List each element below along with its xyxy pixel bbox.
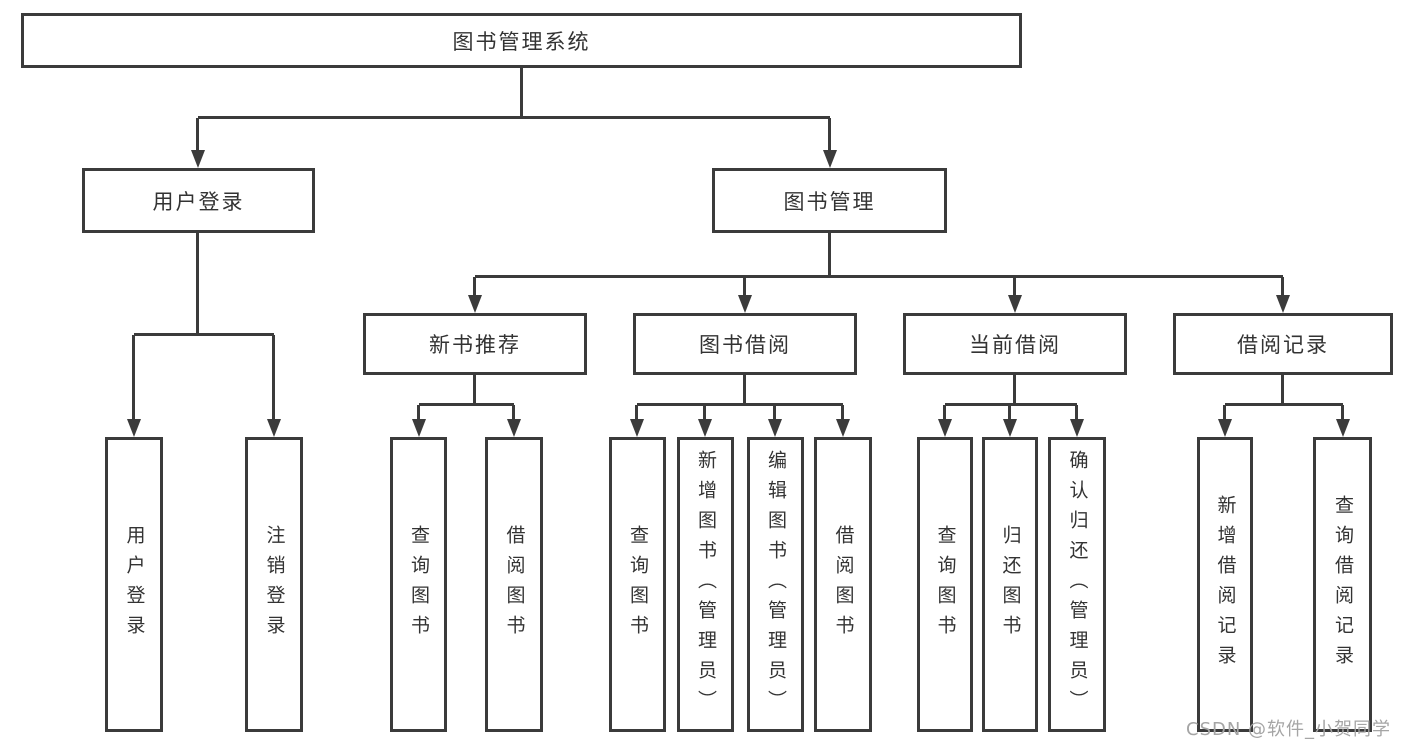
node-book-management: 图书管理	[712, 168, 947, 233]
leaf-label: 确认归还（管理员）	[1066, 449, 1089, 720]
leaf-label: 查询图书	[934, 524, 957, 645]
node-new-book-recommend: 新书推荐	[363, 313, 587, 375]
leaf-label: 借阅图书	[503, 524, 526, 645]
node-book-borrow: 图书借阅	[633, 313, 857, 375]
connector-line	[1281, 277, 1284, 297]
leaf-label: 归还图书	[999, 524, 1022, 645]
connector-line	[943, 405, 946, 421]
connector-line	[1223, 405, 1226, 421]
leaf-label: 查询借阅记录	[1332, 494, 1354, 675]
node-label: 图书借阅	[699, 333, 791, 357]
connector-line	[1013, 277, 1016, 297]
connector-line	[1341, 405, 1344, 421]
leaf-return-book: 归还图书	[982, 437, 1038, 732]
leaf-borrow-books-recommend: 借阅图书	[485, 437, 543, 732]
leaf-query-books-current: 查询图书	[917, 437, 973, 732]
arrow-down-icon	[1070, 419, 1084, 437]
connector-line	[132, 335, 135, 421]
leaf-query-borrow-record: 查询借阅记录	[1313, 437, 1372, 732]
arrow-down-icon	[836, 419, 850, 437]
connector-line	[473, 375, 476, 405]
connector-line	[637, 403, 843, 406]
connector-line	[841, 405, 844, 421]
leaf-label: 新增图书（管理员）	[695, 449, 717, 720]
leaf-query-books-recommend: 查询图书	[390, 437, 447, 732]
arrow-down-icon	[1218, 419, 1232, 437]
node-library-management-system: 图书管理系统	[21, 13, 1022, 68]
connector-line	[635, 405, 638, 421]
arrow-down-icon	[1003, 419, 1017, 437]
leaf-query-books-borrow: 查询图书	[609, 437, 666, 732]
connector-line	[743, 277, 746, 297]
arrow-down-icon	[127, 419, 141, 437]
connector-line	[1013, 375, 1016, 405]
arrow-down-icon	[768, 419, 782, 437]
leaf-borrow-books-borrow: 借阅图书	[814, 437, 872, 732]
arrow-down-icon	[738, 295, 752, 313]
node-borrow-record: 借阅记录	[1173, 313, 1393, 375]
connector-line	[475, 275, 1283, 278]
connector-line	[512, 405, 515, 421]
node-label: 图书管理系统	[452, 29, 591, 54]
leaf-add-borrow-record: 新增借阅记录	[1197, 437, 1253, 732]
connector-line	[1281, 375, 1284, 405]
connector-line	[196, 118, 199, 152]
leaf-label: 编辑图书（管理员）	[765, 449, 787, 720]
connector-line	[198, 116, 830, 119]
leaf-confirm-return-admin: 确认归还（管理员）	[1048, 437, 1106, 732]
arrow-down-icon	[267, 419, 281, 437]
arrow-down-icon	[1008, 295, 1022, 313]
leaf-edit-book-admin: 编辑图书（管理员）	[747, 437, 804, 732]
node-label: 用户登录	[152, 189, 245, 214]
arrow-down-icon	[412, 419, 426, 437]
connector-line	[417, 405, 420, 421]
node-current-borrow: 当前借阅	[903, 313, 1127, 375]
connector-line	[272, 335, 275, 421]
arrow-down-icon	[698, 419, 712, 437]
leaf-logout: 注销登录	[245, 437, 303, 732]
connector-line	[473, 277, 476, 297]
connector-line	[1008, 405, 1011, 421]
node-label: 图书管理	[783, 189, 876, 214]
connector-line	[773, 405, 776, 421]
leaf-add-book-admin: 新增图书（管理员）	[677, 437, 734, 732]
connector-line	[945, 403, 1077, 406]
arrow-down-icon	[191, 150, 205, 168]
arrow-down-icon	[630, 419, 644, 437]
arrow-down-icon	[468, 295, 482, 313]
leaf-label: 新增借阅记录	[1214, 494, 1237, 675]
watermark: CSDN @软件_小贺同学	[1186, 719, 1392, 740]
connector-line	[828, 118, 831, 152]
leaf-user-login: 用户登录	[105, 437, 163, 732]
node-label: 新书推荐	[429, 333, 521, 357]
connector-line	[134, 333, 274, 336]
leaf-label: 用户登录	[123, 524, 146, 645]
leaf-label: 查询图书	[408, 524, 430, 645]
leaf-label: 查询图书	[627, 524, 649, 645]
connector-line	[1225, 403, 1343, 406]
node-label: 借阅记录	[1237, 333, 1329, 357]
node-user-login: 用户登录	[82, 168, 315, 233]
connector-line	[419, 403, 514, 406]
leaf-label: 注销登录	[263, 524, 286, 645]
connector-line	[703, 405, 706, 421]
connector-line	[196, 233, 199, 335]
connector-line	[743, 375, 746, 405]
node-label: 当前借阅	[969, 333, 1061, 357]
leaf-label: 借阅图书	[832, 524, 855, 645]
arrow-down-icon	[1336, 419, 1350, 437]
connector-line	[520, 68, 523, 118]
arrow-down-icon	[938, 419, 952, 437]
arrow-down-icon	[507, 419, 521, 437]
connector-line	[828, 233, 831, 277]
arrow-down-icon	[1276, 295, 1290, 313]
arrow-down-icon	[823, 150, 837, 168]
connector-line	[1075, 405, 1078, 421]
